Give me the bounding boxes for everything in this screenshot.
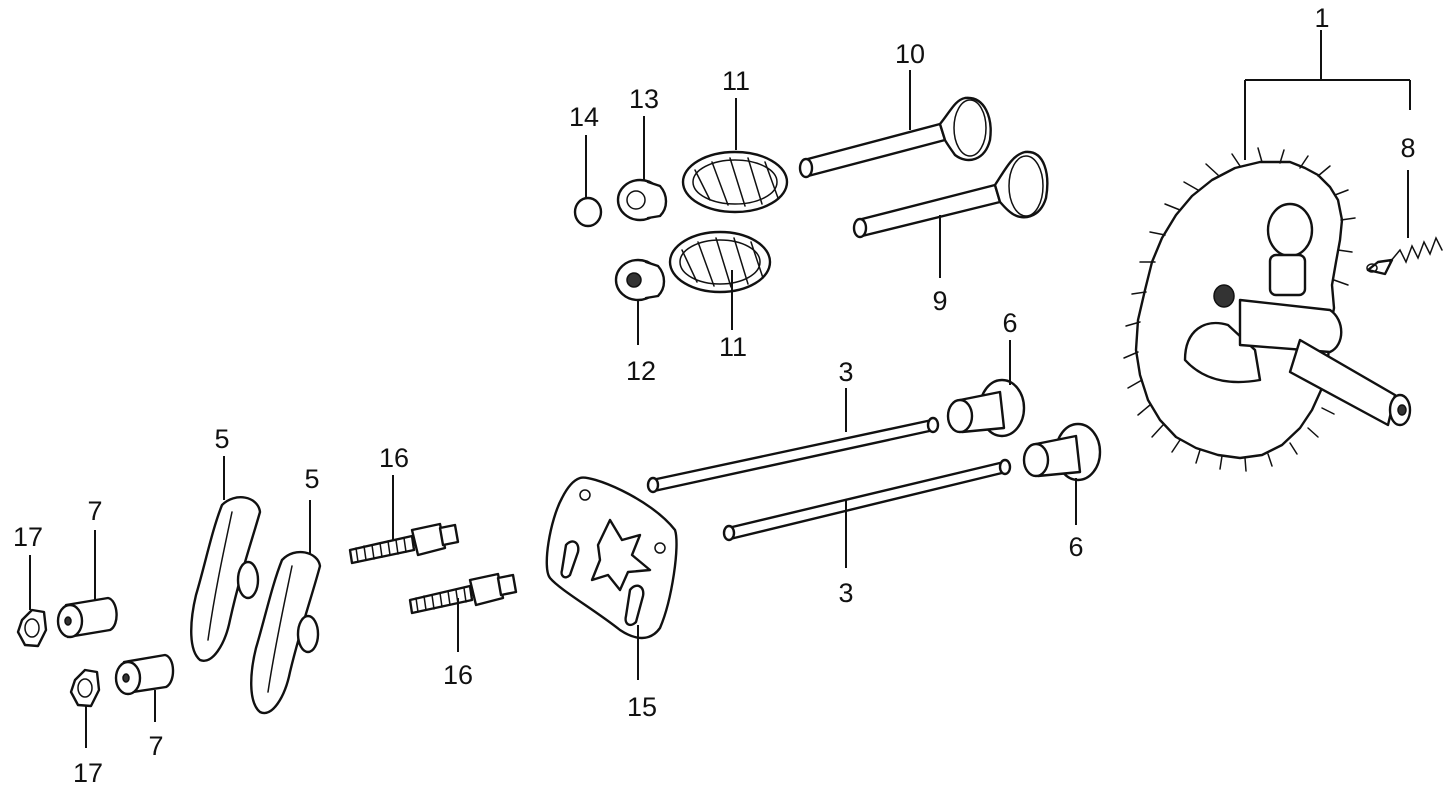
tappet-upper [946, 378, 1026, 438]
callout-6-lower: 6 [1068, 532, 1083, 562]
callout-10: 10 [895, 39, 925, 69]
callout-8: 8 [1400, 133, 1415, 163]
pivot-nut-lower [114, 653, 175, 696]
callout-11-lower: 11 [719, 332, 747, 362]
callout-15: 15 [627, 692, 657, 722]
intake-valve [798, 96, 992, 179]
leader-lines [29, 30, 1411, 748]
callout-12: 12 [626, 356, 656, 386]
callout-17-lower: 17 [73, 758, 103, 788]
callout-5-left: 5 [214, 424, 229, 454]
push-rod-guide-plate [545, 476, 678, 640]
valve-retainer-13 [616, 178, 668, 222]
callout-1: 1 [1314, 3, 1329, 33]
rocker-arm-stud-lower [408, 572, 518, 615]
pivot-nut-upper [56, 596, 118, 639]
lock-nut-upper [16, 608, 48, 648]
callout-labels: 1 8 10 9 11 11 13 12 14 6 6 3 3 15 16 16… [13, 3, 1416, 788]
callout-3-lower: 3 [838, 578, 853, 608]
callout-9: 9 [932, 286, 947, 316]
callout-6-upper: 6 [1002, 308, 1017, 338]
rocker-arm-left [190, 496, 262, 662]
push-rod-lower [722, 458, 1012, 542]
tappet-lower [1022, 422, 1102, 482]
callout-13: 13 [629, 84, 659, 114]
valve-spring-lower [668, 230, 772, 294]
callout-11-upper: 11 [722, 66, 750, 96]
callout-16-upper: 16 [379, 443, 409, 473]
callout-17-upper: 17 [13, 522, 43, 552]
callout-16-lower: 16 [443, 660, 473, 690]
valve-cap-14 [573, 196, 603, 228]
callout-14: 14 [569, 102, 599, 132]
callout-7-lower: 7 [148, 731, 163, 761]
decompressor-spring [1366, 236, 1443, 276]
rocker-arm-right [250, 550, 322, 715]
camshaft-gear [1123, 147, 1412, 472]
valve-spring-upper [681, 150, 789, 214]
rocker-arm-stud-upper [348, 522, 460, 565]
lock-nut-lower [69, 668, 101, 708]
callout-5-right: 5 [304, 464, 319, 494]
push-rod-upper [646, 416, 940, 494]
exhaust-valve [852, 150, 1049, 239]
valve-retainer-12 [614, 258, 666, 302]
callout-7-upper: 7 [87, 496, 102, 526]
callout-3-upper: 3 [838, 357, 853, 387]
